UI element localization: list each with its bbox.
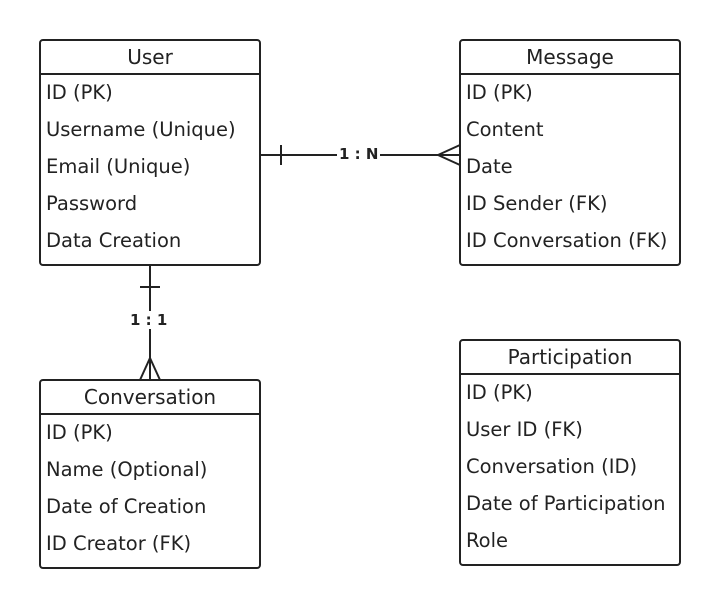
user-conversation-crowfoot-left [139, 357, 151, 381]
entity-participation-attributes: ID (PK) User ID (FK) Conversation (ID) D… [461, 375, 679, 560]
message-attribute: ID (PK) [466, 81, 533, 104]
entity-message-attributes: ID (PK) Content Date ID Sender (FK) ID C… [461, 75, 679, 260]
entity-message[interactable]: Message ID (PK) Content Date ID Sender (… [459, 39, 681, 266]
entity-message-title: Message [461, 41, 679, 75]
entity-user-title: User [41, 41, 259, 75]
participation-attribute: ID (PK) [466, 381, 533, 404]
user-attribute: Password [46, 192, 138, 215]
entity-conversation[interactable]: Conversation ID (PK) Name (Optional) Dat… [39, 379, 261, 569]
relationship-label-user-conversation: 1 : 1 [128, 311, 170, 329]
entity-user[interactable]: User ID (PK) Username (Unique) Email (Un… [39, 39, 261, 266]
participation-attribute: User ID (FK) [466, 418, 583, 441]
conversation-attribute: Date of Creation [46, 495, 207, 518]
message-attribute: ID Conversation (FK) [466, 229, 668, 252]
message-attribute: Date [466, 155, 513, 178]
relationship-label-user-message: 1 : N [337, 145, 381, 163]
participation-attribute: Conversation (ID) [466, 455, 638, 478]
entity-participation[interactable]: Participation ID (PK) User ID (FK) Conve… [459, 339, 681, 566]
participation-attribute: Role [466, 529, 509, 552]
user-attribute: ID (PK) [46, 81, 113, 104]
entity-conversation-title: Conversation [41, 381, 259, 415]
entity-user-attributes: ID (PK) Username (Unique) Email (Unique)… [41, 75, 259, 260]
message-attribute: Content [466, 118, 544, 141]
user-attribute: Data Creation [46, 229, 182, 252]
conversation-attribute: Name (Optional) [46, 458, 208, 481]
user-attribute: Email (Unique) [46, 155, 191, 178]
participation-attribute: Date of Participation [466, 492, 666, 515]
conversation-attribute: ID (PK) [46, 421, 113, 444]
entity-participation-title: Participation [461, 341, 679, 375]
user-message-crowfoot-lower [437, 154, 461, 166]
user-conversation-crowfoot-right [149, 357, 161, 381]
entity-conversation-attributes: ID (PK) Name (Optional) Date of Creation… [41, 415, 259, 563]
conversation-attribute: ID Creator (FK) [46, 532, 192, 555]
message-attribute: ID Sender (FK) [466, 192, 608, 215]
user-message-crowfoot-upper [437, 144, 461, 156]
user-attribute: Username (Unique) [46, 118, 236, 141]
